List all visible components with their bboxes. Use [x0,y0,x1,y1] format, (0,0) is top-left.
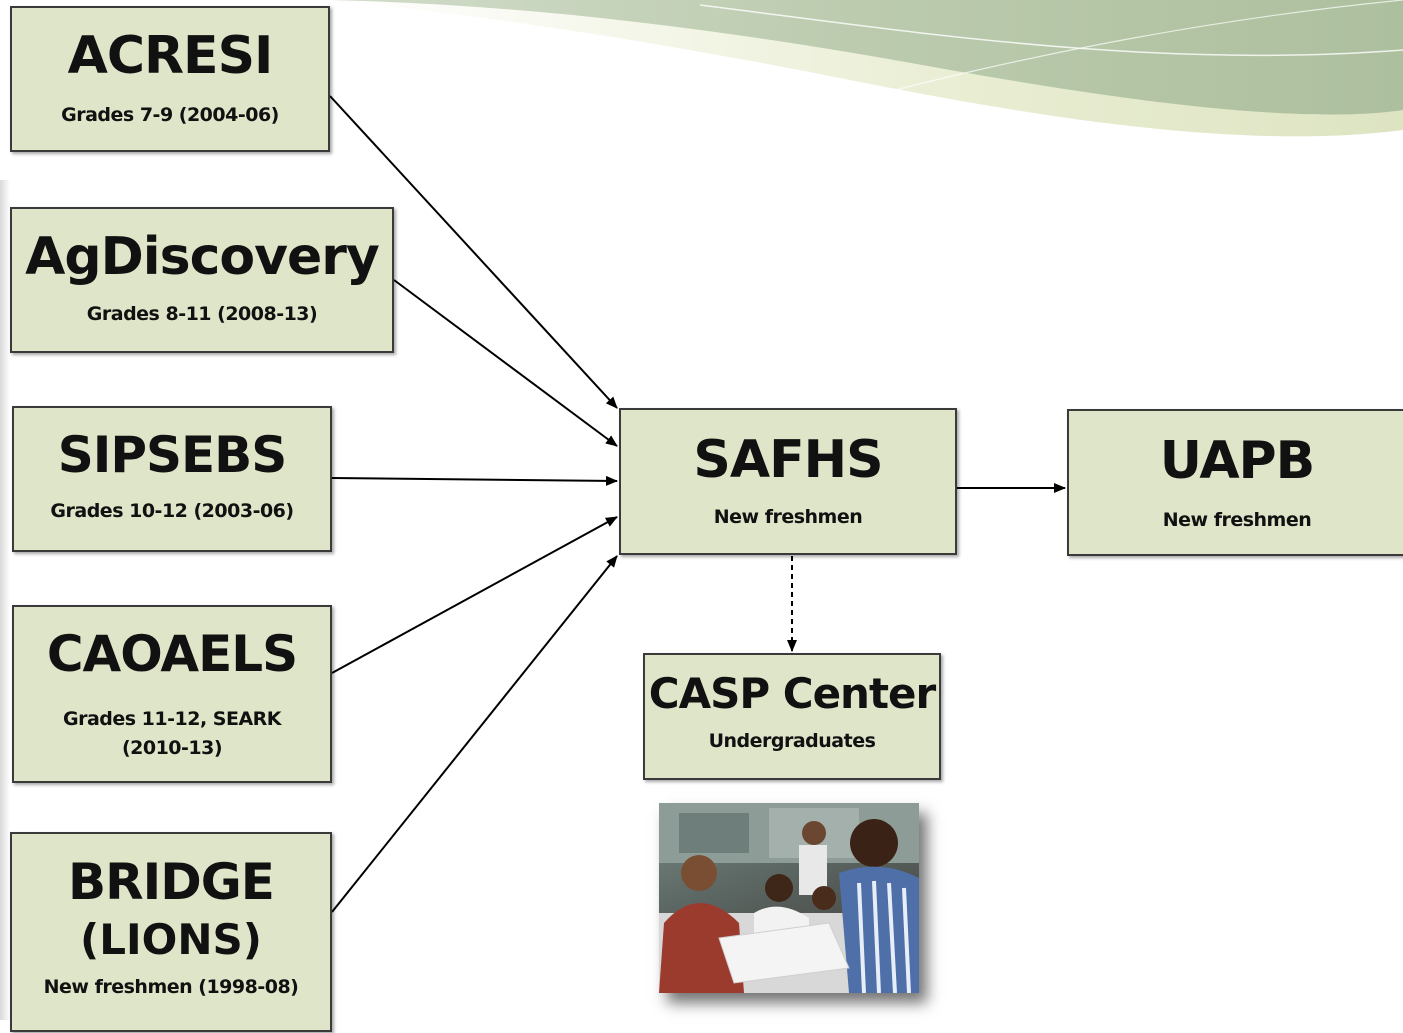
arrow-agdiscovery-to-safhs [393,279,618,447]
node-subtitle: Grades 10-12 (2003-06) [50,500,294,522]
node-subtitle: New freshmen (1998-08) [43,976,299,998]
arrow-bridge-to-safhs [331,555,618,913]
node-title: CAOAELS [46,625,298,683]
node-title: ACRESI [67,26,274,86]
node-title: BRIDGE [68,853,275,911]
node-title: CASP Center [648,669,936,718]
node-subtitle: Grades 11-12, SEARK (2010-13) [14,705,330,763]
node-agdiscovery: AgDiscovery Grades 8-11 (2008-13) [10,207,394,353]
students-photo [659,803,919,993]
node-subtitle: Grades 7-9 (2004-06) [61,104,279,126]
left-edge-shadow [0,180,10,1020]
arrow-sipsebs-to-safhs [331,475,618,486]
node-subtitle-line1: Grades 11-12, SEARK [62,708,282,730]
background-swoosh [330,0,1403,137]
node-sipsebs: SIPSEBS Grades 10-12 (2003-06) [12,406,332,552]
node-casp-center: CASP Center Undergraduates [643,653,941,780]
node-subtitle: New freshmen [1162,509,1312,531]
arrow-acresi-to-safhs [329,95,618,409]
node-subtitle: Undergraduates [708,730,876,752]
node-subtitle: New freshmen [713,506,863,528]
node-subtitle-line2: (2010-13) [121,737,223,759]
node-title-secondary: (LIONS) [80,915,262,964]
arrow-caoaels-to-safhs [331,516,618,674]
node-caoaels: CAOAELS Grades 11-12, SEARK (2010-13) [12,605,332,783]
node-acresi: ACRESI Grades 7-9 (2004-06) [10,6,330,152]
node-safhs: SAFHS New freshmen [619,408,957,555]
node-title: SAFHS [693,430,883,490]
node-title: AgDiscovery [25,227,380,287]
node-uapb: UAPB New freshmen [1067,409,1403,556]
node-title: UAPB [1159,431,1316,491]
node-bridge: BRIDGE (LIONS) New freshmen (1998-08) [10,832,332,1032]
students-photo-illustration [659,803,919,993]
node-subtitle: Grades 8-11 (2008-13) [86,303,318,325]
node-title: SIPSEBS [57,426,288,484]
